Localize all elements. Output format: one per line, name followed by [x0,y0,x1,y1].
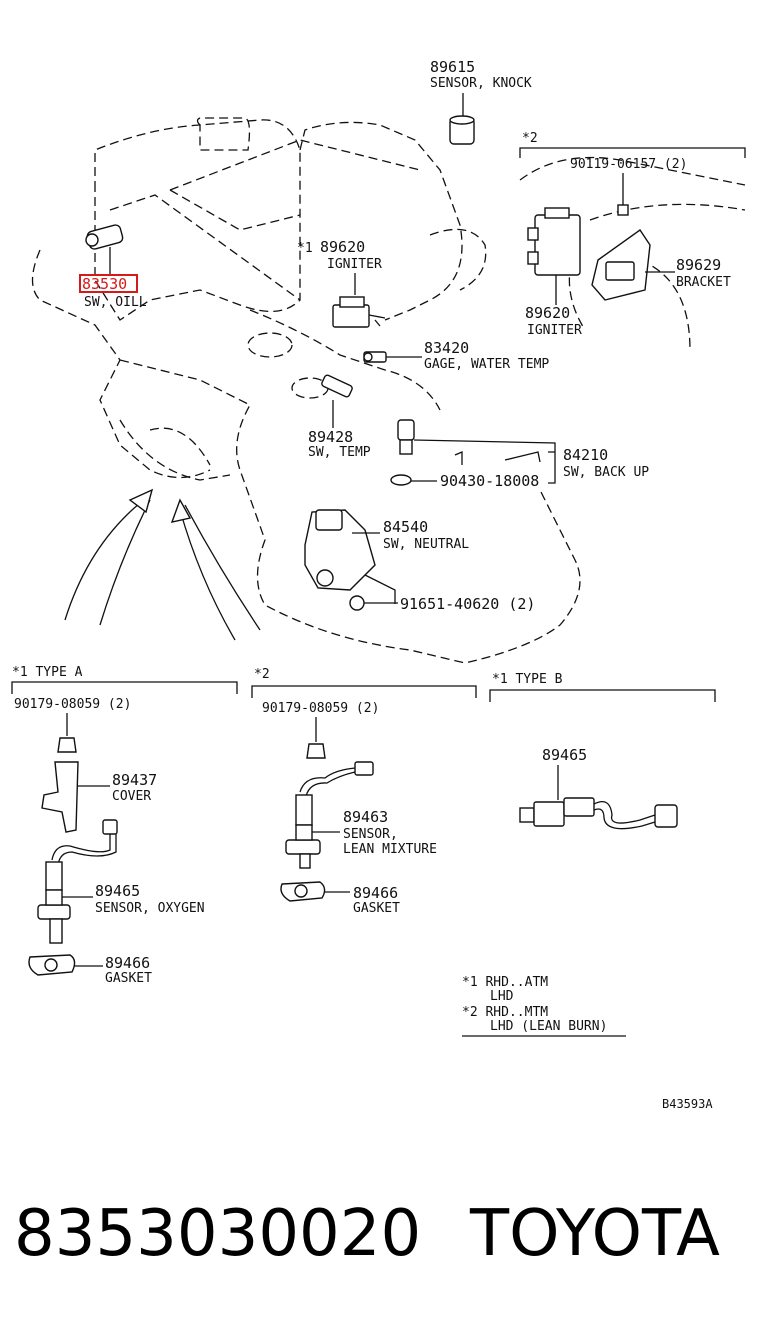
part-name: SW, OILL [84,295,147,310]
legend-line: *2 RHD..MTM [462,1005,548,1020]
part-name-line2: LEAN MIXTURE [343,842,437,857]
part-number: 84210 [563,446,608,464]
fastener-label: 90430-18008 [440,472,539,490]
neutral-switch-84540[interactable]: 84540 SW, NEUTRAL 91651-40620 (2) [304,509,535,613]
fastener-label: 90179-08059 (2) [14,697,131,712]
part-name: SENSOR, OXYGEN [95,901,205,916]
oxygen-sensor-89465-type-b[interactable]: 89465 [519,746,678,830]
legend-line: *1 RHD..ATM [462,975,548,990]
part-name: BRACKET [676,275,731,290]
part-name: SW, BACK UP [563,465,649,480]
part-number: 84540 [383,518,428,536]
drawing-code: B43593A [662,1097,713,1111]
footer-part-number: 8353030020 [14,1197,421,1271]
part-name: COVER [112,789,151,804]
bracket-89629[interactable]: 89629 BRACKET [591,229,731,301]
part-number: 83420 [424,339,469,357]
knock-sensor-89615[interactable]: 89615 SENSOR, KNOCK [430,58,532,145]
group-type-a: *1 TYPE A 90179-08059 (2) [11,665,238,753]
legend: *1 RHD..ATM LHD *2 RHD..MTM LHD (LEAN BU… [462,975,626,1037]
legend-line: LHD (LEAN BURN) [490,1019,607,1034]
part-number: 89466 [353,884,398,902]
part-number: 89437 [112,771,157,789]
part-number: 89615 [430,58,475,76]
water-temp-gage-83420[interactable]: 83420 GAGE, WATER TEMP [363,339,549,372]
fastener-label: 91651-40620 (2) [400,595,535,613]
group-label: *1 TYPE B [492,672,563,687]
part-prefix: *1 [297,241,313,256]
fastener-label: 90179-08059 (2) [262,701,379,716]
part-name: IGNITER [527,323,582,338]
group-label: *2 [254,667,270,682]
oil-switch-83530[interactable]: 83530 SW, OILL [79,224,147,310]
highlight-box [79,274,138,293]
footer-brand: TOYOTA [469,1197,720,1271]
part-name: SW, NEUTRAL [383,537,469,552]
backup-switch-84210[interactable]: 84210 SW, BACK UP 90430-18008 [390,419,649,490]
part-number: 83530 [82,275,127,293]
gasket-89466-star2[interactable]: 89466 GASKET [280,881,400,916]
part-number: 89620 [525,304,570,322]
legend-line: LHD [490,989,514,1004]
cover-89437[interactable]: 89437 COVER [41,761,157,833]
part-number: 89428 [308,428,353,446]
part-name: GASKET [105,971,152,986]
part-name: GAGE, WATER TEMP [424,357,549,372]
part-name-line1: SENSOR, [343,827,398,842]
part-name: GASKET [353,901,400,916]
igniter-89620-type1[interactable]: *1 89620 IGNITER [297,238,386,328]
part-number: 89629 [676,256,721,274]
part-number: 89620 [320,238,365,256]
part-number: 89465 [542,746,587,764]
part-number: 89466 [105,954,150,972]
engine-outline [31,117,746,664]
group-label: *2 [522,131,538,146]
lean-mixture-sensor-89463[interactable]: 89463 SENSOR, LEAN MIXTURE [285,761,437,869]
fastener-label: 90119-06157 (2) [570,157,687,172]
group-type-b: *1 TYPE B [489,672,716,702]
temp-switch-89428[interactable]: 89428 SW, TEMP [308,374,371,460]
part-name: SW, TEMP [308,445,371,460]
igniter-89620-type2[interactable]: 89620 IGNITER [525,207,582,338]
oxygen-sensor-89465-type-a[interactable]: 89465 SENSOR, OXYGEN [37,819,205,944]
igniter-bracket-group-star2: *2 90119-06157 (2) [519,131,746,216]
part-name: SENSOR, KNOCK [430,76,532,91]
part-name: IGNITER [327,257,382,272]
part-number: 89463 [343,808,388,826]
part-number: 89465 [95,882,140,900]
arrows [64,488,261,641]
group-label: *1 TYPE A [12,665,83,680]
group-star2-lean: *2 90179-08059 (2) [251,667,477,759]
gasket-89466-type-a[interactable]: 89466 GASKET [28,954,152,986]
